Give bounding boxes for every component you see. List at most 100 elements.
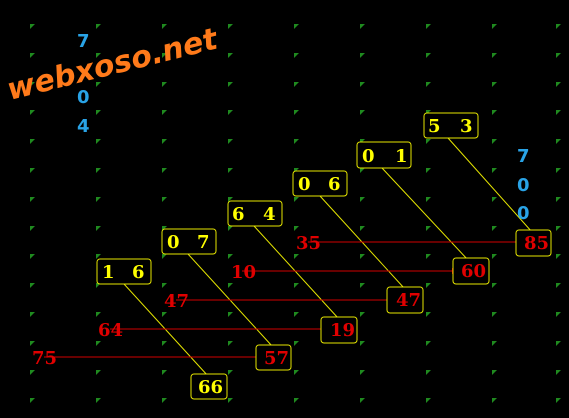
left-digit-3: 0 [77, 87, 90, 108]
yellow-diagonal-1 [123, 283, 209, 377]
grid-tick-mark [360, 341, 365, 346]
pair-box-2-a: 0 [167, 232, 180, 253]
grid-tick-mark [162, 197, 167, 202]
right-digit-2: 0 [517, 175, 530, 196]
result-box-5: 60 [452, 257, 490, 285]
grid-tick-mark [426, 341, 431, 346]
red-label-3: 47 [164, 291, 189, 312]
grid-tick-mark [96, 139, 101, 144]
grid-tick-mark [228, 168, 233, 173]
grid-tick-mark [492, 139, 497, 144]
grid-tick-mark [228, 53, 233, 58]
grid-tick-mark [96, 110, 101, 115]
grid-tick-mark [426, 53, 431, 58]
grid-tick-mark [30, 110, 35, 115]
grid-tick-mark [162, 168, 167, 173]
grid-tick-mark [556, 197, 561, 202]
grid-tick-mark [228, 370, 233, 375]
grid-tick-mark [96, 226, 101, 231]
grid-tick-mark [360, 82, 365, 87]
result-box-4: 47 [386, 286, 424, 314]
grid-tick-mark [426, 82, 431, 87]
grid-tick-mark [294, 254, 299, 259]
grid-tick-mark [360, 53, 365, 58]
grid-tick-mark [426, 254, 431, 259]
result-box-3-value: 19 [330, 320, 355, 341]
grid-tick-mark [556, 226, 561, 231]
result-box-4-value: 47 [396, 290, 421, 311]
grid-tick-mark [556, 398, 561, 403]
grid-tick-mark [162, 312, 167, 317]
grid-tick-mark [30, 139, 35, 144]
grid-tick-mark [30, 82, 35, 87]
left-digit-1: 7 [77, 31, 90, 52]
grid-tick-mark [228, 398, 233, 403]
grid-tick-mark [360, 197, 365, 202]
pair-box-1-b: 6 [132, 262, 145, 283]
grid-tick-mark [556, 370, 561, 375]
grid-tick-mark [162, 24, 167, 29]
grid-tick-mark [492, 110, 497, 115]
result-box-5-value: 60 [461, 261, 486, 282]
red-label-2: 64 [98, 320, 123, 341]
pair-box-5: 0 1 [356, 141, 412, 169]
pair-box-1: 1 6 [96, 258, 152, 285]
grid-tick-mark [162, 53, 167, 58]
pair-box-6: 5 3 [423, 112, 479, 139]
grid-tick-mark [162, 110, 167, 115]
grid-tick-mark [556, 312, 561, 317]
grid-tick-mark [294, 226, 299, 231]
grid-tick-mark [96, 197, 101, 202]
grid-tick-mark [492, 82, 497, 87]
grid-tick-mark [96, 24, 101, 29]
pair-box-6-b: 3 [460, 116, 473, 137]
grid-tick-mark [162, 398, 167, 403]
grid-tick-mark [294, 398, 299, 403]
grid-tick-mark [162, 139, 167, 144]
grid-tick-mark [360, 370, 365, 375]
grid-tick-mark [360, 254, 365, 259]
grid-tick-mark [228, 139, 233, 144]
grid-tick-mark [162, 341, 167, 346]
grid-tick-mark [426, 139, 431, 144]
grid-tick-mark [294, 110, 299, 115]
grid-tick-mark [360, 283, 365, 288]
grid-tick-mark [228, 312, 233, 317]
grid-tick-mark [360, 110, 365, 115]
grid-tick-mark [96, 312, 101, 317]
grid-tick-mark [96, 254, 101, 259]
grid-tick-mark [426, 312, 431, 317]
grid-tick-mark [228, 24, 233, 29]
result-box-3: 19 [320, 316, 358, 344]
site-logo: webxoso.net [3, 21, 222, 107]
grid-tick-mark [294, 24, 299, 29]
grid-tick-mark [228, 110, 233, 115]
grid-tick-mark [294, 82, 299, 87]
grid-tick-mark [556, 254, 561, 259]
grid-tick-mark [294, 283, 299, 288]
right-digit-3: 0 [517, 203, 530, 224]
grid-tick-mark [360, 398, 365, 403]
right-digit-1: 7 [517, 146, 530, 167]
red-label-4: 10 [231, 262, 256, 283]
grid-tick-mark [228, 197, 233, 202]
result-box-1-value: 66 [198, 377, 223, 398]
grid-tick-mark [294, 53, 299, 58]
grid-tick-mark [556, 24, 561, 29]
pair-box-1-a: 1 [102, 262, 115, 283]
pair-box-2: 0 7 [161, 228, 217, 255]
grid-tick-mark [30, 24, 35, 29]
grid-tick-mark [492, 312, 497, 317]
grid-tick-mark [30, 370, 35, 375]
grid-tick-mark [556, 110, 561, 115]
grid-tick-mark [294, 341, 299, 346]
grid-tick-mark [96, 82, 101, 87]
pair-box-3-b: 4 [263, 204, 276, 225]
grid-tick-mark [228, 226, 233, 231]
result-box-2: 57 [255, 344, 292, 371]
grid-tick-mark [426, 197, 431, 202]
grid-tick-mark [492, 53, 497, 58]
grid-tick-mark [556, 341, 561, 346]
grid-tick-mark [492, 398, 497, 403]
